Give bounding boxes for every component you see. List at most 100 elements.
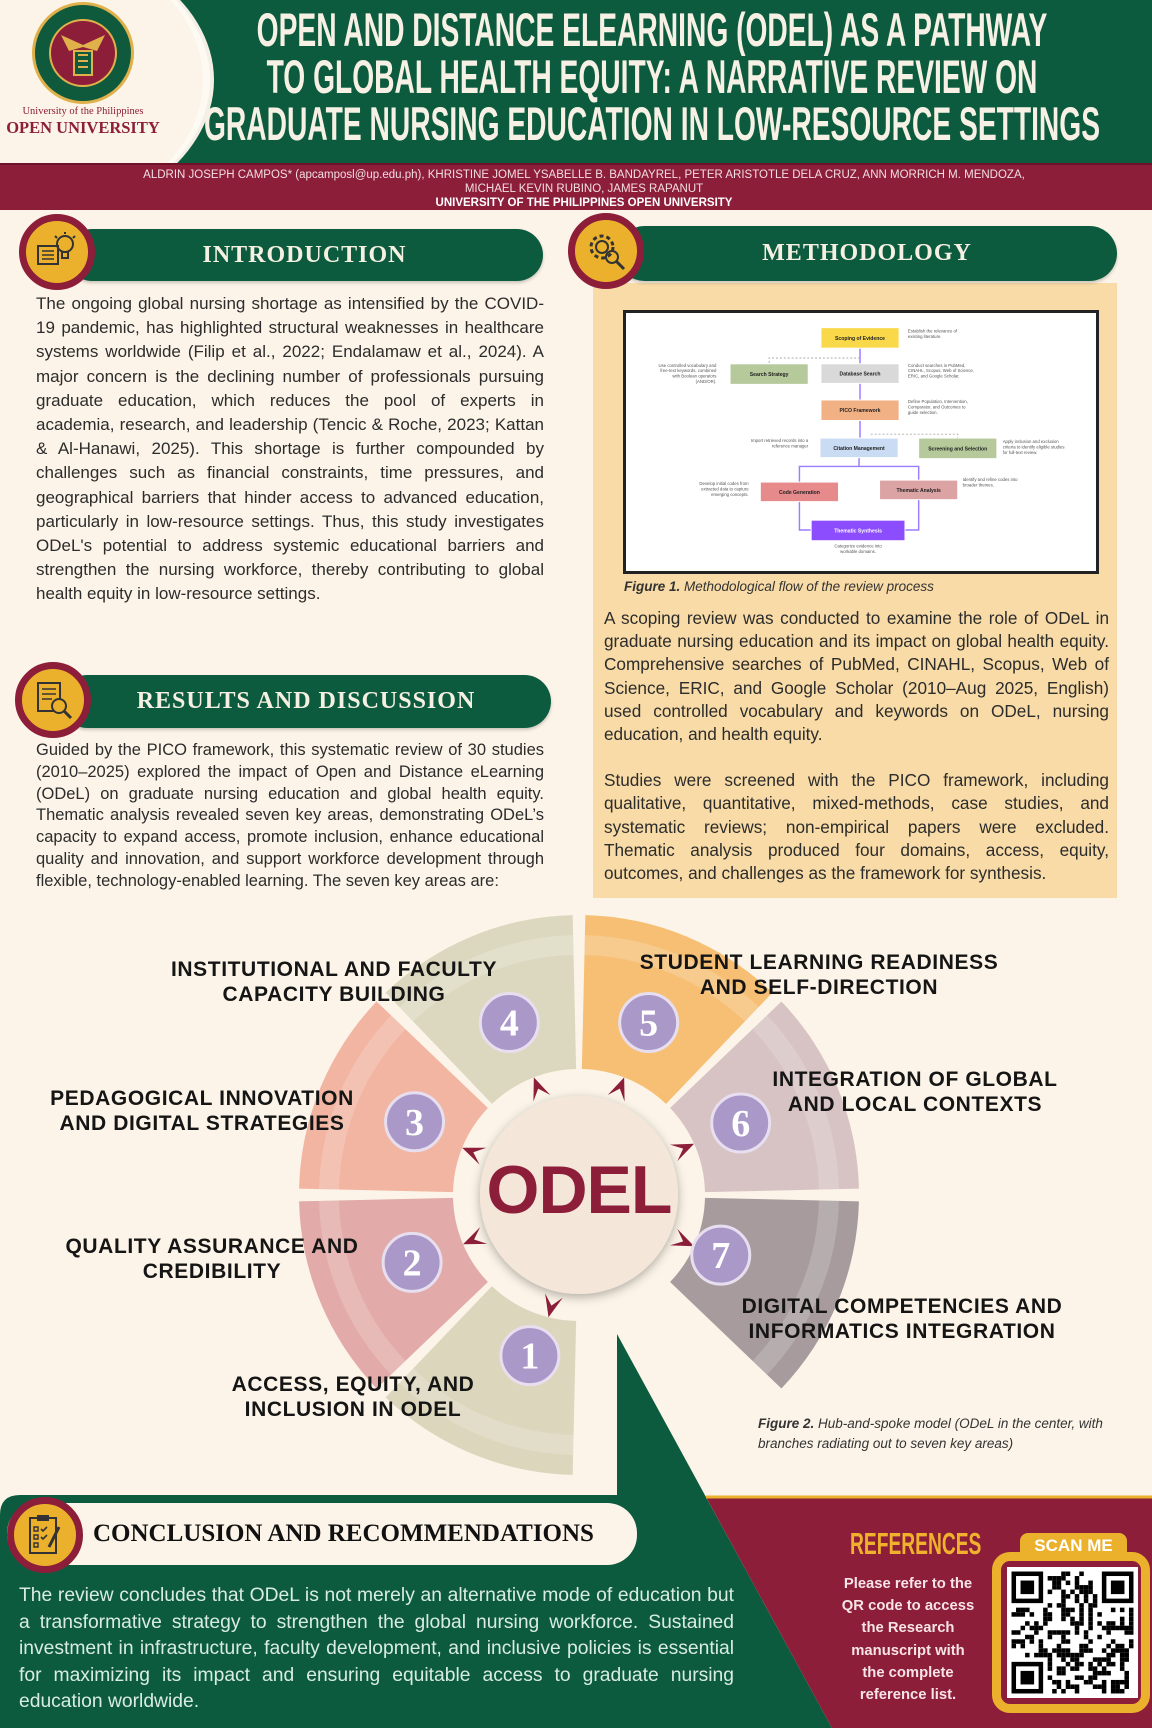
area-number-badge [499,1325,561,1387]
area-label-line: CAPACITY BUILDING [222,983,446,1006]
caption-label: Figure 1. [624,579,681,594]
affiliation: UNIVERSITY OF THE PHILIPPINES OPEN UNIVE… [435,197,733,209]
methodology-body: A scoping review was conducted to examin… [604,607,1109,885]
flow-step-note: for full-text review. [1003,450,1038,455]
flow-step-note: Develop initial codes from [699,481,749,486]
flow-step-note: with Boolean operators [672,374,716,379]
flow-step-label: Thematic Synthesis [834,528,882,534]
area-number: 4 [500,1003,519,1045]
title-line: GRADUATE NURSING EDUCATION IN LOW-RESOUR… [203,97,1101,150]
flow-step-label: Screening and Selection [928,446,987,452]
title-banner: University of the Philippines OPEN UNIVE… [0,0,1152,163]
area-number-badge [381,1231,443,1293]
arrowhead-icon [669,1228,695,1247]
gear-magnifier-icon [568,213,644,289]
arrowhead-icon [607,1077,625,1102]
area-number: 2 [403,1242,422,1284]
lightbulb-document-icon [19,214,95,290]
methodology-paragraph: A scoping review was conducted to examin… [604,608,1109,745]
arrowhead-icon [533,1077,551,1102]
flow-step-box [819,437,899,459]
flow-step-note: broader themes. [963,483,994,488]
introduction-heading: INTRODUCTION [66,229,543,281]
flow-step-note: Establish the relevance of [908,329,958,334]
flow-step-label: Thematic Analysis [896,488,941,494]
authors-line: ALDRIN JOSEPH CAMPOS* (apcamposl@up.edu.… [143,169,1025,181]
flow-step-note: Comparator, and Outcomes to [908,404,966,409]
flow-step-note: criteria to identify eligible studies [1003,444,1065,449]
area-label-line: AND SELF-DIRECTION [699,976,939,999]
caption-text: Hub-and-spoke model (ODeL in the center,… [758,1416,1103,1451]
area-label-line: STUDENT LEARNING READINESS [639,951,999,974]
conclusion-body: The review concludes that ODeL is not me… [19,1585,734,1712]
flow-step-note: Use controlled vocabulary and [659,363,717,368]
flow-step-note: Define Population, Intervention, [908,399,968,404]
flow-step-box [879,479,959,501]
flowchart: Scoping of Evidence Establish the relevan… [659,327,1065,554]
hub-center-label: ODEL [486,1152,673,1228]
introduction-body: The ongoing global nursing shortage as i… [36,294,544,604]
flow-step-note: Import retrieved records into a [751,438,809,443]
results-heading: RESULTS AND DISCUSSION [61,675,551,728]
flow-step-label: Citation Management [833,446,885,452]
key-area-segment-5 [581,915,773,1104]
flow-step-label: Scoping of Evidence [835,336,885,342]
area-label-line: INFORMATICS INTEGRATION [748,1320,1056,1343]
key-area-segment-3 [299,1001,488,1193]
flow-step-note: extracted data to capture [701,486,749,491]
caption-text: Methodological flow of the review proces… [680,579,934,594]
results-body: Guided by the PICO framework, this syste… [36,741,544,890]
key-area-segment-6 [670,1001,859,1193]
flow-step-box [918,437,998,460]
flow-step-note: Conduct searches in PubMed, [908,363,966,368]
figure-2-caption: Figure 2. Hub-and-spoke model (ODeL in t… [758,1414,1128,1454]
flow-step-box [820,327,900,349]
area-number-badge [690,1224,752,1286]
flow-step-note: ERIC, and Google Scholar. [908,374,960,379]
area-label-line: INSTITUTIONAL AND FACULTY [170,958,498,981]
flow-step-label: PICO Framework [840,408,881,414]
qr-code[interactable] [1007,1567,1138,1698]
flow-step-note: Apply inclusion and exclusion [1003,439,1060,444]
area-number: 6 [731,1103,750,1145]
flow-step-note: reference manager [772,443,809,448]
key-area-segment-4 [385,915,577,1104]
area-number-badge [384,1091,446,1153]
area-number: 7 [711,1235,730,1277]
flow-step-box [759,481,840,503]
logo-caption-large: OPEN UNIVERSITY [6,118,160,137]
arrowhead-icon [545,1293,563,1318]
title-line: TO GLOBAL HEALTH EQUITY: A NARRATIVE REV… [266,50,1038,103]
flow-step-note: Categorize evidence into [834,544,882,549]
logo-caption-small: University of the Philippines [22,106,144,117]
flow-step-box [810,519,906,542]
area-label-line: AND LOCAL CONTEXTS [787,1093,1043,1116]
flow-step-note: emerging concepts. [711,492,749,497]
flow-step-label: Code Generation [779,490,820,496]
flow-step-label: Database Search [840,372,881,378]
area-label-line: DIGITAL COMPETENCIES AND [741,1295,1063,1318]
arrowhead-icon [669,1143,695,1162]
clipboard-checklist-icon [7,1497,83,1573]
arrowhead-icon [462,1147,487,1165]
area-label-line: PEDAGOGICAL INNOVATION [50,1087,354,1110]
area-number-badge [710,1092,772,1154]
authors-band: ALDRIN JOSEPH CAMPOS* (apcamposl@up.edu.… [0,163,1152,210]
poster-title: OPEN AND DISTANCE ELEARNING (ODEL) AS A … [196,6,1108,147]
references-text-line: the Research [861,1620,955,1636]
references-text-line: reference list. [859,1687,957,1703]
flow-step-box [729,363,809,385]
up-seal-logo [32,2,134,104]
references-text-line: QR code to access [841,1598,975,1614]
area-number: 3 [405,1102,424,1144]
flow-step-note: free-text keywords, combined [660,368,717,373]
figure-1-caption: Figure 1. Methodological flow of the rev… [624,579,934,594]
